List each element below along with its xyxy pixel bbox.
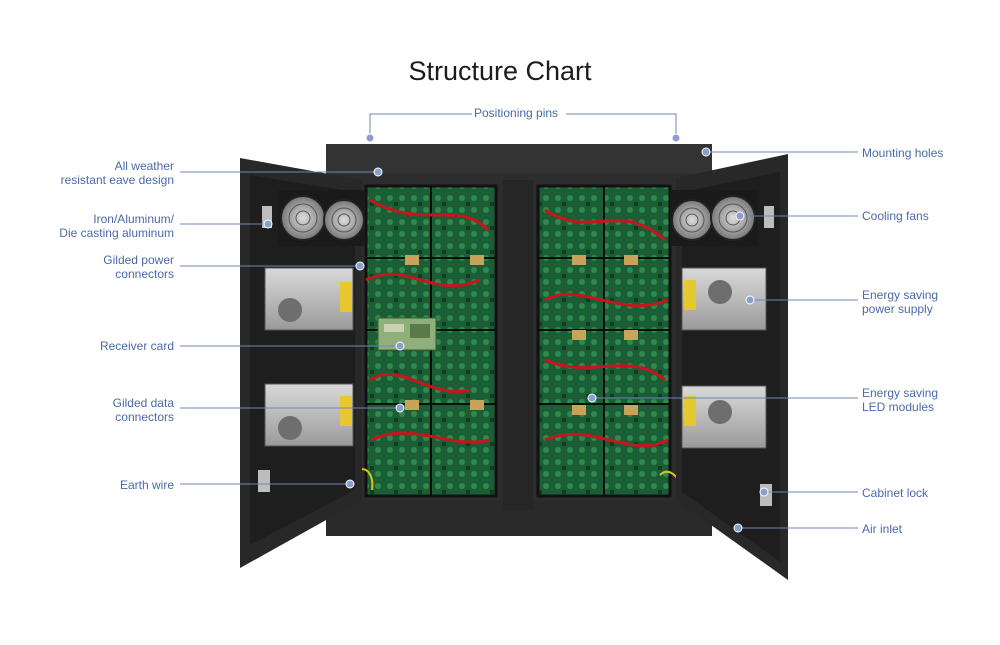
gilded-data-label: Gilded data connectors <box>113 396 174 424</box>
cooling-fan-right-2 <box>711 196 755 240</box>
iron-aluminum-label: Iron/Aluminum/ Die casting aluminum <box>59 212 174 240</box>
cabinet-lock-label: Cabinet lock <box>862 486 928 500</box>
cooling-fan-right-1 <box>672 200 712 240</box>
cooling-fan-left-2 <box>324 200 364 240</box>
mounting-holes-label: Mounting holes <box>862 146 943 160</box>
all-weather-label: All weather resistant eave design <box>61 159 174 187</box>
receiver-card-label: Receiver card <box>100 339 174 353</box>
power-supply-left-bottom <box>265 384 353 446</box>
earth-wire-label: Earth wire <box>120 478 174 492</box>
cooling-fan-left-1 <box>281 196 325 240</box>
energy-led-label: Energy saving LED modules <box>862 386 938 414</box>
gilded-power-label: Gilded power connectors <box>103 253 174 281</box>
energy-power-label: Energy saving power supply <box>862 288 938 316</box>
power-supply-left-top <box>265 268 353 330</box>
positioning-pins-label: Positioning pins <box>474 106 558 120</box>
air-inlet-label: Air inlet <box>862 522 902 536</box>
cooling-fans-label: Cooling fans <box>862 209 929 223</box>
